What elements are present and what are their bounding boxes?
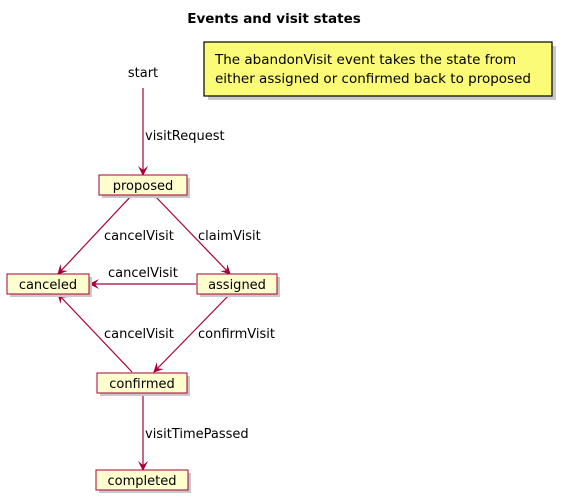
- state-canceled: canceled: [6, 273, 92, 297]
- state-completed: completed: [95, 469, 191, 493]
- state-assigned-label: assigned: [208, 278, 266, 293]
- state-proposed: proposed: [98, 174, 190, 198]
- start-label: start: [128, 66, 158, 81]
- state-assigned: assigned: [196, 273, 280, 297]
- edge-label-cancel-3: cancelVisit: [104, 327, 174, 342]
- state-confirmed: confirmed: [96, 372, 190, 396]
- diagram-title: Events and visit states: [187, 11, 361, 27]
- state-confirmed-label: confirmed: [109, 377, 175, 392]
- note: The abandonVisit event takes the state f…: [203, 41, 556, 100]
- note-box: [203, 41, 553, 97]
- state-completed-label: completed: [108, 474, 177, 489]
- edge-confirmed-canceled: [57, 293, 133, 373]
- edge-label-confirm: confirmVisit: [198, 327, 275, 342]
- note-line-2: either assigned or confirmed back to pro…: [215, 71, 531, 87]
- edges: visitRequest cancelVisit claimVisit canc…: [57, 88, 275, 471]
- edge-assigned-confirmed: [153, 293, 231, 373]
- edge-label-claim: claimVisit: [198, 229, 261, 244]
- edge-label-time-passed: visitTimePassed: [145, 427, 249, 442]
- state-canceled-label: canceled: [19, 278, 77, 293]
- edge-proposed-assigned: [153, 194, 231, 275]
- edge-label-visit-request: visitRequest: [145, 129, 225, 144]
- state-proposed-label: proposed: [113, 179, 174, 194]
- note-line-1: The abandonVisit event takes the state f…: [214, 52, 516, 68]
- edge-label-cancel-1: cancelVisit: [104, 229, 174, 244]
- edge-proposed-canceled: [57, 194, 133, 275]
- edge-label-cancel-2: cancelVisit: [108, 266, 178, 281]
